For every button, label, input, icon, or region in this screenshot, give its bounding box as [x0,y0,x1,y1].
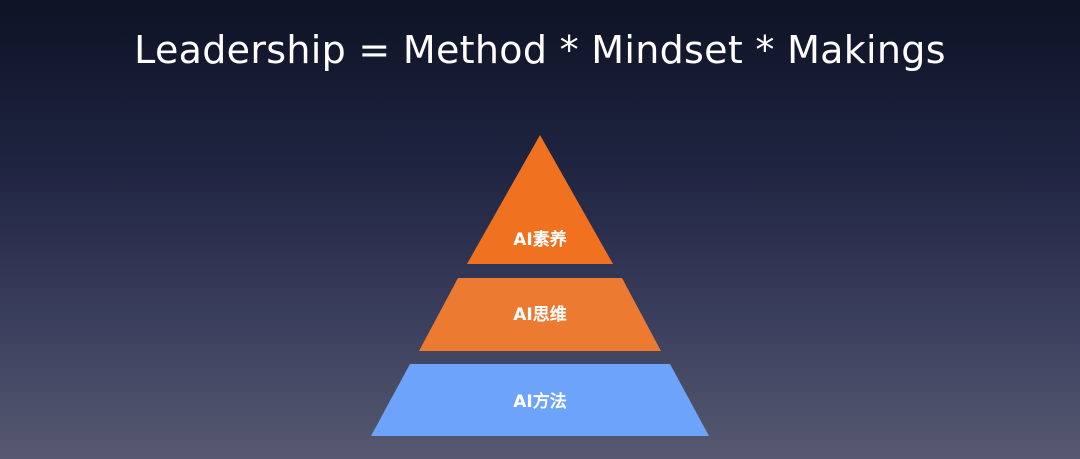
pyramid-tier-top: AI素养 [467,135,613,264]
tier-bottom-label: AI方法 [513,391,566,412]
tier-bottom-shape [371,364,709,436]
slide-title: Leadership = Method * Mindset * Makings [134,28,946,72]
pyramid-tier-middle: AI思维 [419,278,661,351]
pyramid-tier-bottom: AI方法 [371,364,709,436]
tier-middle-label: AI思维 [513,304,566,325]
tier-top-label: AI素养 [513,229,567,250]
tier-top-shape [467,135,613,264]
tier-middle-shape [419,278,661,351]
